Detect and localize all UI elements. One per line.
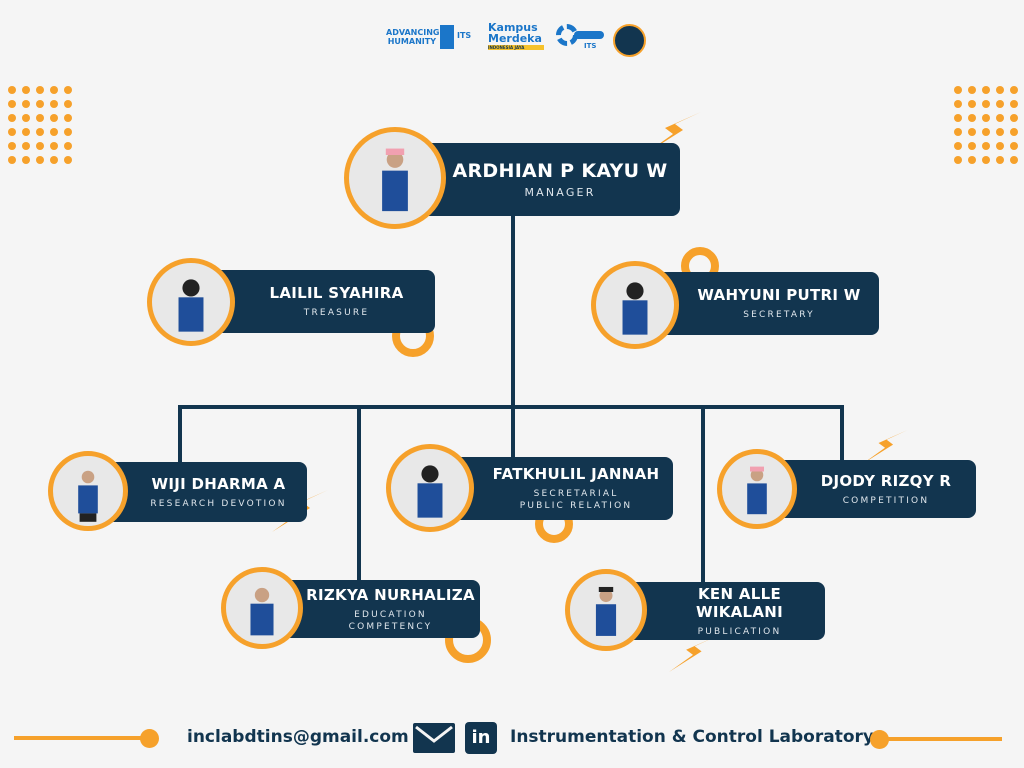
member-photo bbox=[48, 451, 128, 531]
its-engineering-text: ITS bbox=[584, 42, 597, 50]
connector-drop bbox=[701, 405, 705, 583]
kampus-merdeka-logo: Kampus Merdeka INDONESIA JAYA bbox=[488, 22, 544, 50]
connector-drop bbox=[178, 405, 182, 463]
role-line: COMPETENCY bbox=[348, 621, 433, 632]
lightning-bolt-icon bbox=[645, 112, 701, 154]
its-logo-text: ITS bbox=[457, 31, 472, 40]
member-photo bbox=[591, 261, 679, 349]
member-photo bbox=[386, 444, 474, 532]
linkedin-glyph: in bbox=[471, 727, 491, 748]
footer-line-left bbox=[14, 736, 150, 740]
member-photo bbox=[147, 258, 235, 346]
connector-drop bbox=[840, 405, 844, 461]
connector-horizontal bbox=[178, 405, 844, 409]
role-line: SECRETARIAL bbox=[533, 489, 619, 499]
member-photo bbox=[221, 567, 303, 649]
mail-icon bbox=[413, 723, 455, 753]
connector-trunk bbox=[511, 215, 515, 457]
member-photo bbox=[344, 127, 446, 229]
footer-lab-name: Instrumentation & Control Laboratory bbox=[510, 727, 874, 747]
its-tagline: ADVANCING HUMANITY bbox=[386, 28, 440, 46]
lightning-bolt-icon bbox=[862, 430, 908, 464]
decorative-dots-left bbox=[8, 86, 72, 164]
lightning-bolt-icon bbox=[669, 636, 717, 672]
role-line: PUBLIC RELATION bbox=[519, 501, 633, 511]
connector-drop bbox=[357, 405, 361, 581]
footer-email[interactable]: inclabdtins@gmail.com bbox=[187, 727, 409, 747]
wrench-logo bbox=[574, 31, 604, 39]
its-logo bbox=[440, 25, 454, 49]
member-photo bbox=[717, 449, 797, 529]
linkedin-icon[interactable]: in bbox=[465, 722, 497, 754]
footer-line-right bbox=[880, 737, 1002, 741]
footer-dot-left bbox=[140, 729, 159, 748]
kampus-merdeka-sub: INDONESIA JAYA bbox=[488, 45, 544, 50]
footer-dot-right bbox=[870, 730, 889, 749]
member-photo bbox=[565, 569, 647, 651]
role-line: EDUCATION bbox=[354, 609, 427, 620]
kampus-merdeka-text: Kampus Merdeka bbox=[488, 21, 542, 45]
decorative-dots-right bbox=[954, 86, 1018, 164]
lab-emblem-logo bbox=[613, 24, 646, 57]
